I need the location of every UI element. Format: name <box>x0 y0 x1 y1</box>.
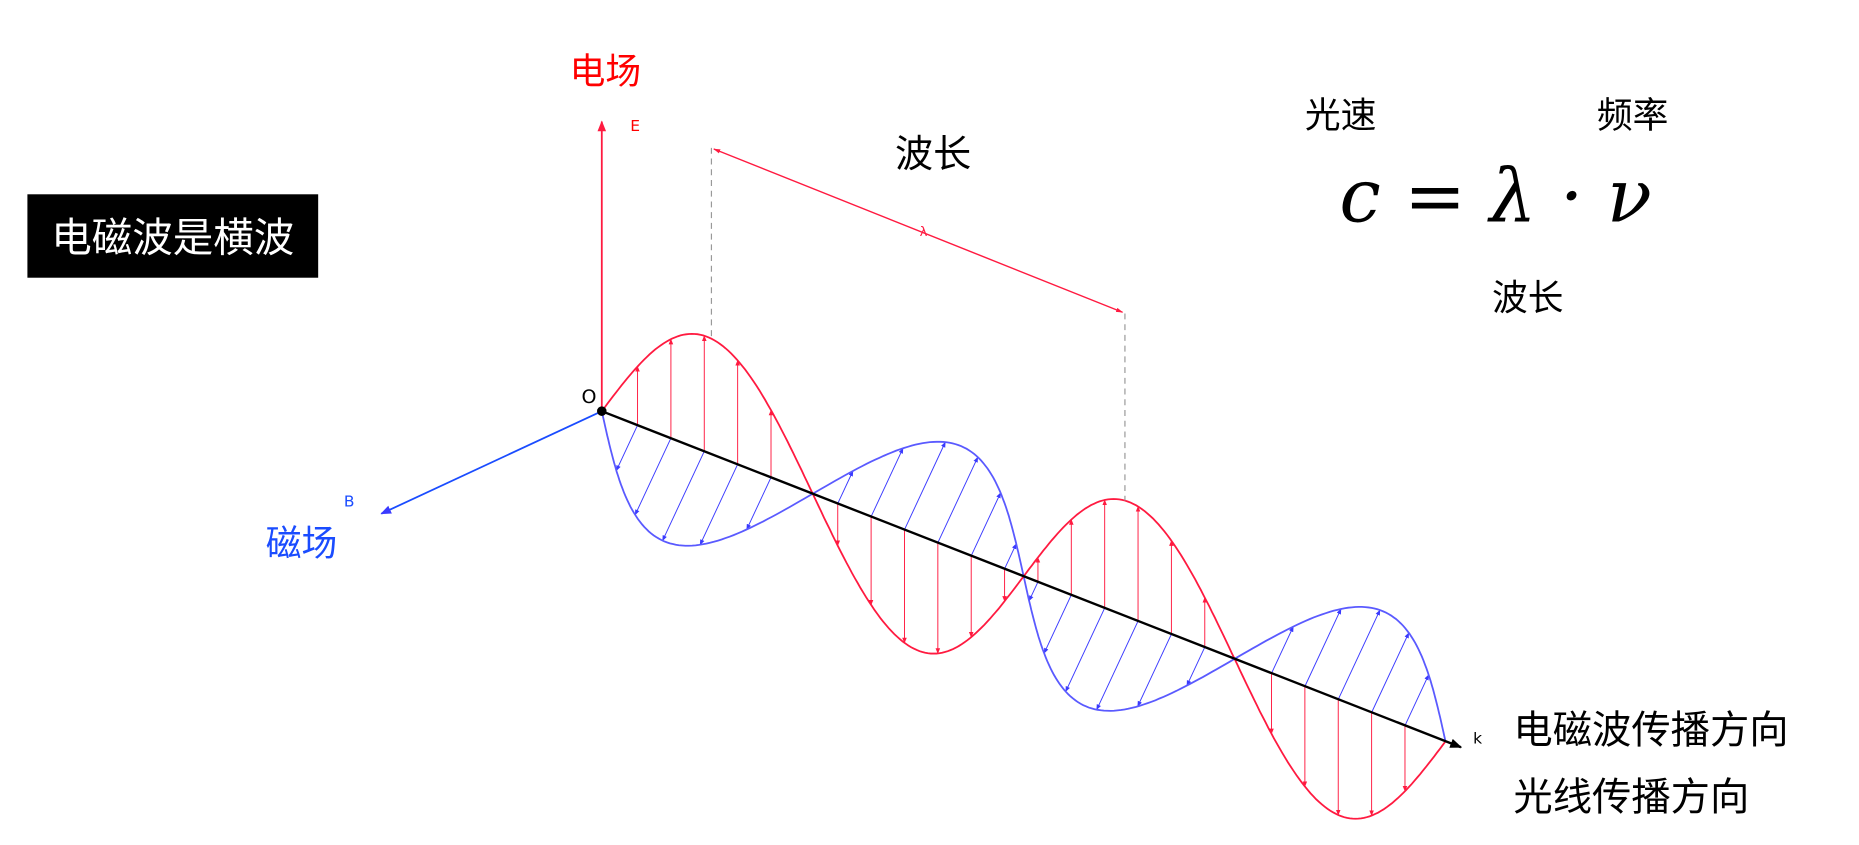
b-field-vector <box>1004 543 1017 570</box>
e-vector-label: E <box>630 117 640 135</box>
origin-label: O <box>582 386 597 408</box>
b-field-vector <box>1404 674 1430 726</box>
b-field-vector <box>1304 608 1342 687</box>
speed-of-light-label: 光速 <box>1305 96 1377 137</box>
title-box: 电磁波是横波 <box>27 194 319 278</box>
formula-wavelength-label: 波长 <box>1492 278 1564 319</box>
b-field-vector <box>1337 609 1381 700</box>
b-field-vector <box>662 451 705 542</box>
frequency-label: 频率 <box>1597 96 1669 137</box>
propagation-label-em: 电磁波传播方向 <box>1513 709 1788 754</box>
b-field-vector <box>904 441 946 530</box>
b-field-vector <box>634 438 672 516</box>
b-field-vector <box>746 477 772 530</box>
b-field-vector <box>1371 632 1410 713</box>
origin-point <box>597 406 607 416</box>
b-field-vector <box>970 492 1002 556</box>
b-field-vector <box>1028 581 1039 602</box>
b-field-vector <box>837 470 854 504</box>
b-vector-label: B <box>344 493 355 511</box>
b-field-vectors <box>615 424 1430 726</box>
b-field-vector <box>937 456 979 543</box>
b-field-vector <box>699 464 739 546</box>
b-axis <box>380 410 603 515</box>
b-field-vector <box>1043 594 1072 654</box>
b-field-vector <box>1186 647 1206 687</box>
propagation-label-light: 光线传播方向 <box>1513 775 1749 820</box>
k-axis <box>601 410 1463 749</box>
title-text: 电磁波是横波 <box>51 213 294 261</box>
b-field-vector <box>615 424 638 472</box>
lambda-symbol: λ <box>920 225 928 240</box>
k-vector-label: k <box>1473 730 1482 748</box>
b-field-vector <box>1096 620 1139 711</box>
b-field-vector <box>1137 633 1172 707</box>
b-field-label: 磁场 <box>266 523 338 564</box>
formula-expression: c = λ · ν <box>1339 154 1651 240</box>
e-field-vectors <box>635 335 1408 817</box>
b-field-vector <box>870 447 904 517</box>
wavelength-label: 波长 <box>895 132 971 176</box>
wavelength-arrow <box>713 148 1124 313</box>
e-field-label: 电场 <box>570 51 642 92</box>
b-field-vector <box>1271 626 1294 674</box>
b-field-vector <box>1065 607 1106 693</box>
